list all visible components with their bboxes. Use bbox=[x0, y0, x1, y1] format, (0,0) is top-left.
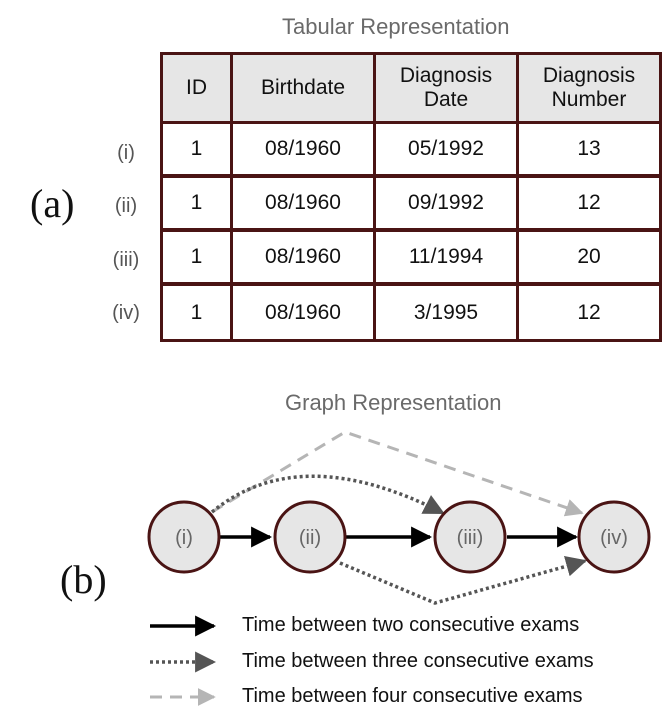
table-cell: 09/1992 bbox=[376, 178, 516, 228]
node-label: (i) bbox=[175, 527, 193, 549]
legend-label-four: Time between four consecutive exams bbox=[242, 685, 583, 707]
table-cell: 1 bbox=[163, 232, 230, 282]
node-iv: (iv) bbox=[577, 500, 651, 574]
node-iii: (iii) bbox=[433, 500, 507, 574]
header-id: ID bbox=[163, 55, 230, 121]
table-cell: 11/1994 bbox=[376, 232, 516, 282]
row-label-3: (iii) bbox=[112, 249, 140, 271]
table-cell: 1 bbox=[163, 124, 230, 174]
legend-label-two: Time between two consecutive exams bbox=[242, 614, 580, 636]
table-cell: 08/1960 bbox=[233, 178, 373, 228]
row-label-2: (ii) bbox=[114, 195, 138, 217]
table-cell: 08/1960 bbox=[233, 124, 373, 174]
table-title: Tabular Representation bbox=[282, 14, 510, 39]
node-label: (ii) bbox=[299, 527, 321, 549]
graph-title: Graph Representation bbox=[285, 390, 502, 415]
edge-i-iii bbox=[210, 474, 445, 515]
table-cell: 1 bbox=[163, 286, 230, 339]
edge-i-iv bbox=[211, 430, 584, 517]
header-diagnosis-number: Diagnosis Number bbox=[519, 55, 659, 121]
edge-ii-iv bbox=[339, 555, 588, 605]
panel-b-label: (b) bbox=[60, 557, 107, 602]
header-birthdate: Birthdate bbox=[233, 55, 373, 121]
table-cell: 08/1960 bbox=[233, 286, 373, 339]
row-label-4: (iv) bbox=[112, 302, 140, 324]
node-i: (i) bbox=[147, 500, 221, 574]
row-label-1: (i) bbox=[117, 142, 135, 164]
node-label: (iv) bbox=[600, 527, 628, 549]
node-label: (iii) bbox=[457, 527, 484, 549]
node-ii: (ii) bbox=[273, 500, 347, 574]
table-cell: 13 bbox=[519, 124, 659, 174]
table-cell: 08/1960 bbox=[233, 232, 373, 282]
header-diagnosis-date: Diagnosis Date bbox=[376, 55, 516, 121]
table-cell: 3/1995 bbox=[376, 286, 516, 339]
data-table: ID Birthdate Diagnosis Date Diagnosis Nu… bbox=[160, 52, 662, 342]
table-cell: 1 bbox=[163, 178, 230, 228]
table-cell: 20 bbox=[519, 232, 659, 282]
table-cell: 05/1992 bbox=[376, 124, 516, 174]
panel-a-label: (a) bbox=[30, 181, 75, 226]
table-cell: 12 bbox=[519, 178, 659, 228]
legend-label-three: Time between three consecutive exams bbox=[242, 650, 594, 672]
table-cell: 12 bbox=[519, 286, 659, 339]
